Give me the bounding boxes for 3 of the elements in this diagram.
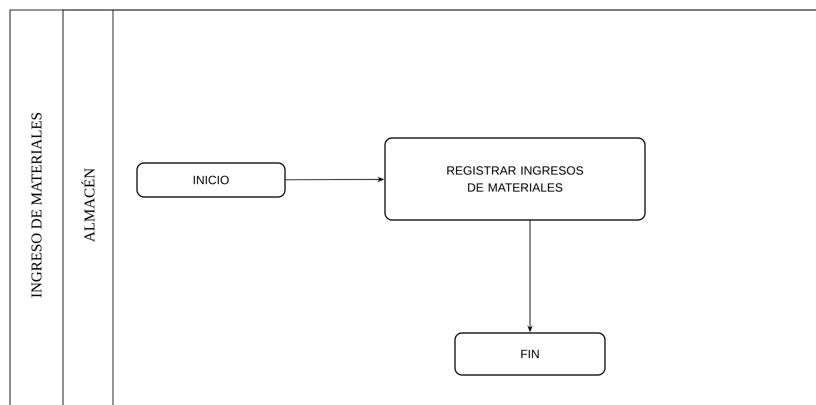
process-box: REGISTRAR INGRESOS DE MATERIALES (384, 137, 646, 221)
process-box: FIN (454, 332, 606, 376)
process-box: INICIO (136, 162, 286, 198)
